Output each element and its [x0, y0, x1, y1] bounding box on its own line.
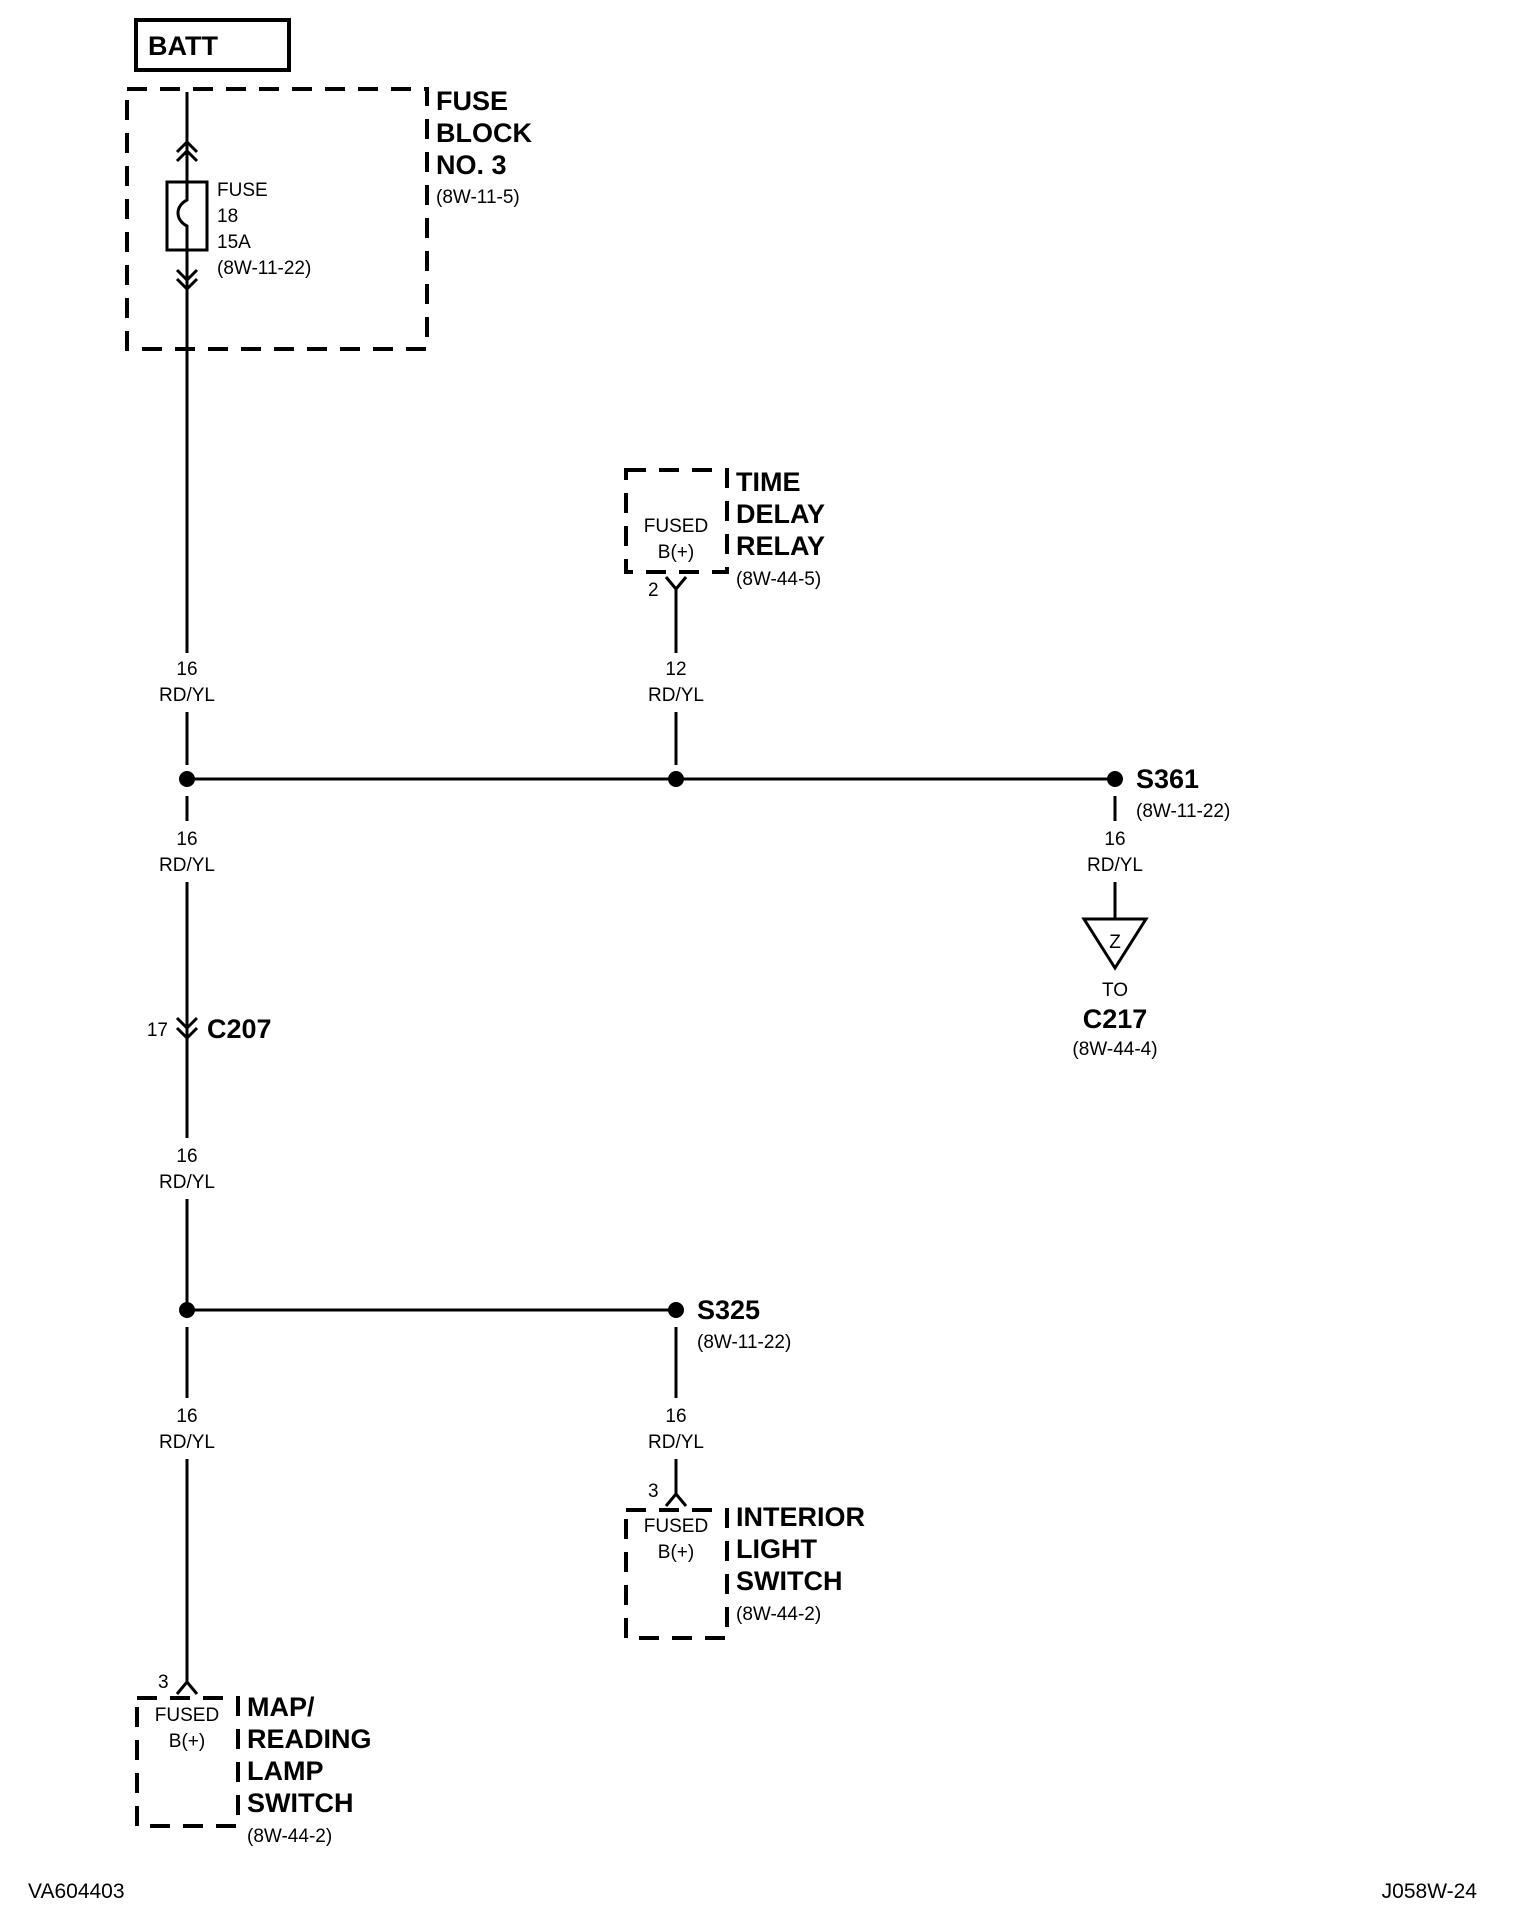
interior-light-switch: 3 FUSED B(+) INTERIOR LIGHT SWITCH (8W-4…: [624, 1481, 865, 1640]
wire-map-color: RD/YL: [159, 1432, 215, 1453]
interior-light-switch-inner-2: B(+): [658, 1542, 694, 1563]
time-delay-relay-title-1: TIME: [736, 467, 801, 497]
splice-s361-label: S361: [1136, 764, 1199, 794]
map-lamp-switch-inner-2: B(+): [169, 1731, 205, 1752]
map-lamp-switch-ref: (8W-44-2): [247, 1826, 332, 1847]
wire-s361-gauge: 16: [1104, 829, 1125, 850]
footer-left-code: VA604403: [28, 1880, 125, 1903]
splice-s361-ref: (8W-11-22): [1136, 801, 1230, 822]
footer-right-code: J058W-24: [1382, 1880, 1478, 1903]
map-lamp-switch-pin: 3: [158, 1672, 169, 1693]
wire-mid-left-gauge: 16: [176, 829, 197, 850]
time-delay-relay-title-2: DELAY: [736, 499, 825, 529]
fuse-block-outline: [125, 87, 429, 351]
interior-light-switch-title-2: LIGHT: [736, 1534, 817, 1564]
map-lamp-switch-title-1: MAP/: [247, 1692, 315, 1722]
time-delay-relay-ref: (8W-44-5): [736, 569, 821, 590]
fuse-symbol: FUSE 18 15A (8W-11-22): [165, 92, 311, 292]
map-lamp-switch-outline: [135, 1696, 240, 1828]
fuse-rating: 15A: [217, 232, 251, 253]
wire-mid-left-color: RD/YL: [159, 855, 215, 876]
connector-reference-c217: C217: [1083, 1004, 1148, 1034]
fuse-block-ref: (8W-11-5): [436, 187, 520, 208]
wire-s361-color: RD/YL: [1087, 855, 1143, 876]
wire-top-color: RD/YL: [159, 685, 215, 706]
wire-s325-color: RD/YL: [648, 1432, 704, 1453]
splice-dot: [179, 771, 195, 787]
fuse-top-chevron-icon: [175, 148, 199, 163]
connector-c207-pin: 17: [147, 1020, 168, 1041]
wire-relay-gauge: 12: [665, 659, 686, 680]
interior-light-switch-inner-1: FUSED: [644, 1516, 708, 1537]
time-delay-relay: FUSED B(+) TIME DELAY RELAY (8W-44-5) 2: [624, 467, 825, 601]
wire-s325-gauge: 16: [665, 1406, 686, 1427]
battery-label: BATT: [148, 31, 218, 61]
map-lamp-switch-inner-1: FUSED: [155, 1705, 219, 1726]
time-delay-relay-outline: [624, 468, 729, 574]
wire-after-c207-color: RD/YL: [159, 1172, 215, 1193]
connector-reference-ref: (8W-44-4): [1072, 1039, 1157, 1060]
interior-light-switch-pin: 3: [648, 1481, 659, 1502]
fuse-block: FUSE BLOCK NO. 3 (8W-11-5): [125, 86, 532, 351]
splice-s325-dot: [668, 1302, 684, 1318]
connector-chevron-icon: [175, 1026, 199, 1041]
off-page-triangle-icon: [1081, 917, 1149, 971]
fuse-block-title-1: FUSE: [436, 86, 508, 116]
connector-reference-to: TO: [1102, 980, 1128, 1001]
splice-dot: [179, 1302, 195, 1318]
splice-s361-dot: [1107, 771, 1123, 787]
fuse-element-icon: [176, 182, 189, 250]
connector-c207-label: C207: [207, 1014, 272, 1044]
splice-s325-ref: (8W-11-22): [697, 1332, 791, 1353]
relay-pin-connector-icon: [664, 576, 688, 592]
fuse-block-title-2: BLOCK: [436, 118, 532, 148]
fuse-top-chevron-icon: [175, 139, 199, 154]
splice-dot: [668, 771, 684, 787]
fuse-ref: (8W-11-22): [217, 258, 311, 279]
map-lamp-switch-title-4: SWITCH: [247, 1788, 353, 1818]
wire-top-gauge: 16: [176, 659, 197, 680]
connector-c207: 17 C207: [147, 1014, 272, 1044]
splice-s325-label: S325: [697, 1295, 760, 1325]
time-delay-relay-inner-2: B(+): [658, 542, 694, 563]
interior-light-switch-title-3: SWITCH: [736, 1566, 842, 1596]
wire-map-gauge: 16: [176, 1406, 197, 1427]
switch-pin-connector-icon: [664, 1491, 688, 1507]
connector-chevron-icon: [175, 1016, 199, 1031]
connector-reference: Z TO C217 (8W-44-4): [1072, 917, 1158, 1060]
wire-relay-color: RD/YL: [648, 685, 704, 706]
time-delay-relay-title-3: RELAY: [736, 531, 825, 561]
interior-light-switch-ref: (8W-44-2): [736, 1604, 821, 1625]
switch-pin-connector-icon: [175, 1679, 199, 1695]
map-lamp-switch-title-2: READING: [247, 1724, 372, 1754]
interior-light-switch-outline: [624, 1508, 729, 1640]
wire-after-c207-gauge: 16: [176, 1146, 197, 1167]
fuse-number: 18: [217, 206, 238, 227]
time-delay-relay-pin: 2: [648, 580, 659, 601]
map-reading-lamp-switch: 3 FUSED B(+) MAP/ READING LAMP SWITCH (8…: [135, 1672, 372, 1847]
fuse-block-title-3: NO. 3: [436, 150, 507, 180]
battery-box: [134, 18, 291, 72]
interior-light-switch-title-1: INTERIOR: [736, 1502, 865, 1532]
battery: BATT: [134, 18, 291, 72]
fuse-label: FUSE: [217, 180, 268, 201]
time-delay-relay-inner-1: FUSED: [644, 516, 708, 537]
connector-reference-letter: Z: [1109, 932, 1121, 953]
map-lamp-switch-title-3: LAMP: [247, 1756, 324, 1786]
